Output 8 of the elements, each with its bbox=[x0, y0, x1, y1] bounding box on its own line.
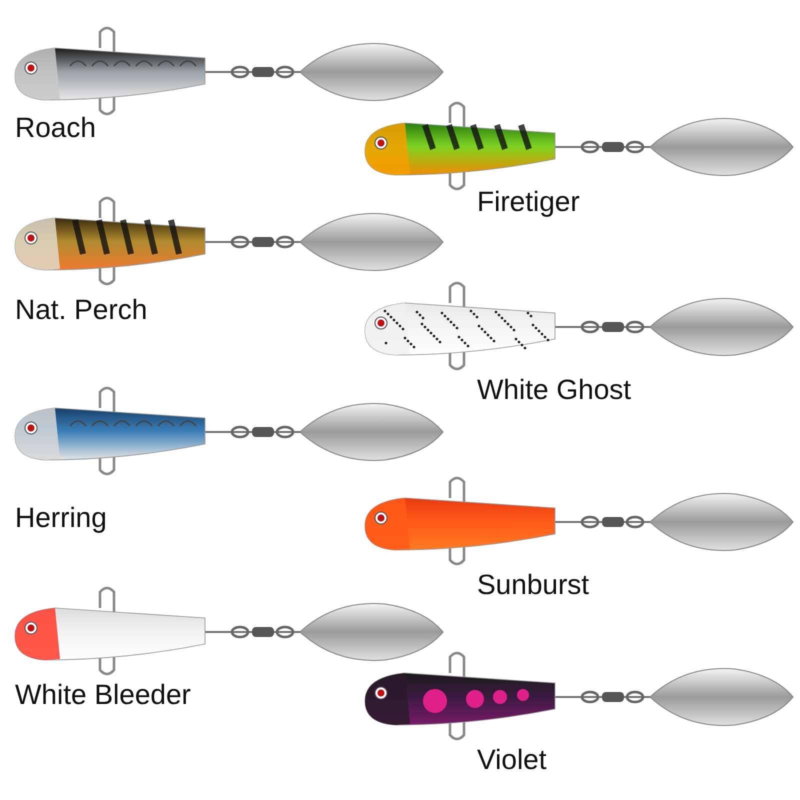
color-name: Herring bbox=[15, 504, 107, 532]
color-name: Sunburst bbox=[477, 571, 590, 599]
color-name: White Ghost bbox=[477, 376, 632, 404]
color-name: Nat. Perch bbox=[15, 296, 148, 324]
color-name: White Bleeder bbox=[15, 681, 191, 709]
color-name: Roach bbox=[15, 114, 96, 142]
color-name: Firetiger bbox=[477, 188, 580, 216]
color-name: Violet bbox=[477, 746, 547, 774]
